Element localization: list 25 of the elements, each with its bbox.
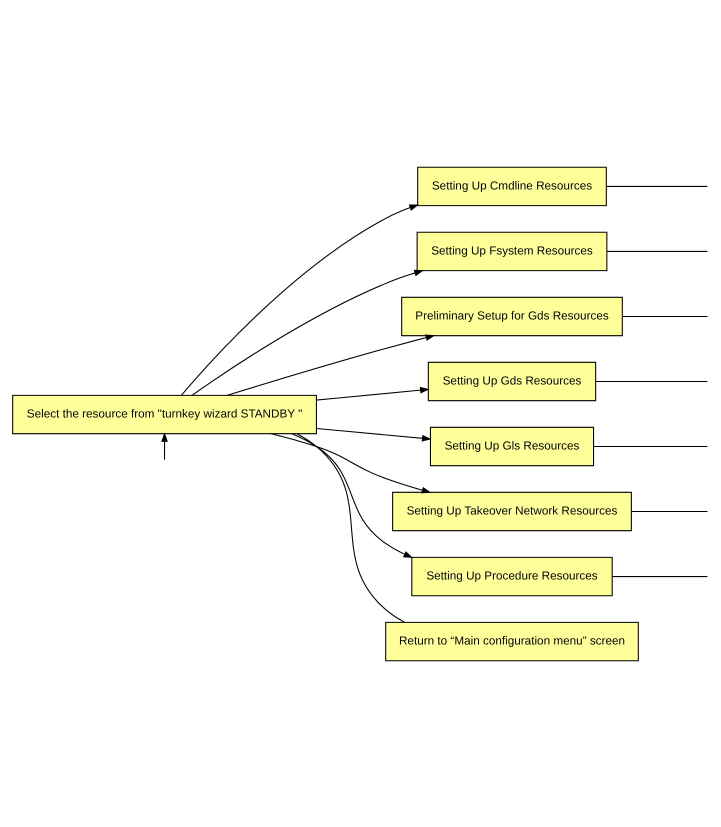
node-box: Setting Up Gds Resources bbox=[428, 361, 596, 401]
arrow bbox=[316, 386, 430, 400]
connector bbox=[606, 250, 708, 252]
arrow bbox=[316, 427, 432, 442]
node-box: Setting Up Takeover Network Resources bbox=[392, 491, 632, 531]
arrow bbox=[292, 432, 414, 558]
connector bbox=[612, 576, 708, 577]
connector bbox=[296, 432, 406, 622]
arrow bbox=[226, 334, 436, 396]
connector bbox=[622, 315, 708, 317]
node-box: Preliminary Setup for Gds Resources bbox=[401, 296, 623, 336]
connector bbox=[594, 445, 708, 447]
node-box: Select the resource from "turnkey wizard STANDBY " bbox=[12, 394, 317, 434]
arrow bbox=[161, 432, 168, 460]
connector bbox=[596, 380, 708, 382]
node-box: Return to “Main configuration menu” screen bbox=[385, 621, 639, 661]
arrow bbox=[192, 269, 424, 396]
node-box: Setting Up Gls Resources bbox=[430, 426, 594, 466]
node-box: Setting Up Fsystem Resources bbox=[416, 231, 608, 271]
node-box: Setting Up Procedure Resources bbox=[411, 556, 613, 596]
arrow bbox=[270, 432, 432, 493]
node-box: Setting Up Cmdline Resources bbox=[417, 166, 607, 206]
arrow bbox=[180, 204, 419, 396]
connector bbox=[606, 185, 708, 186]
connector bbox=[632, 510, 708, 512]
